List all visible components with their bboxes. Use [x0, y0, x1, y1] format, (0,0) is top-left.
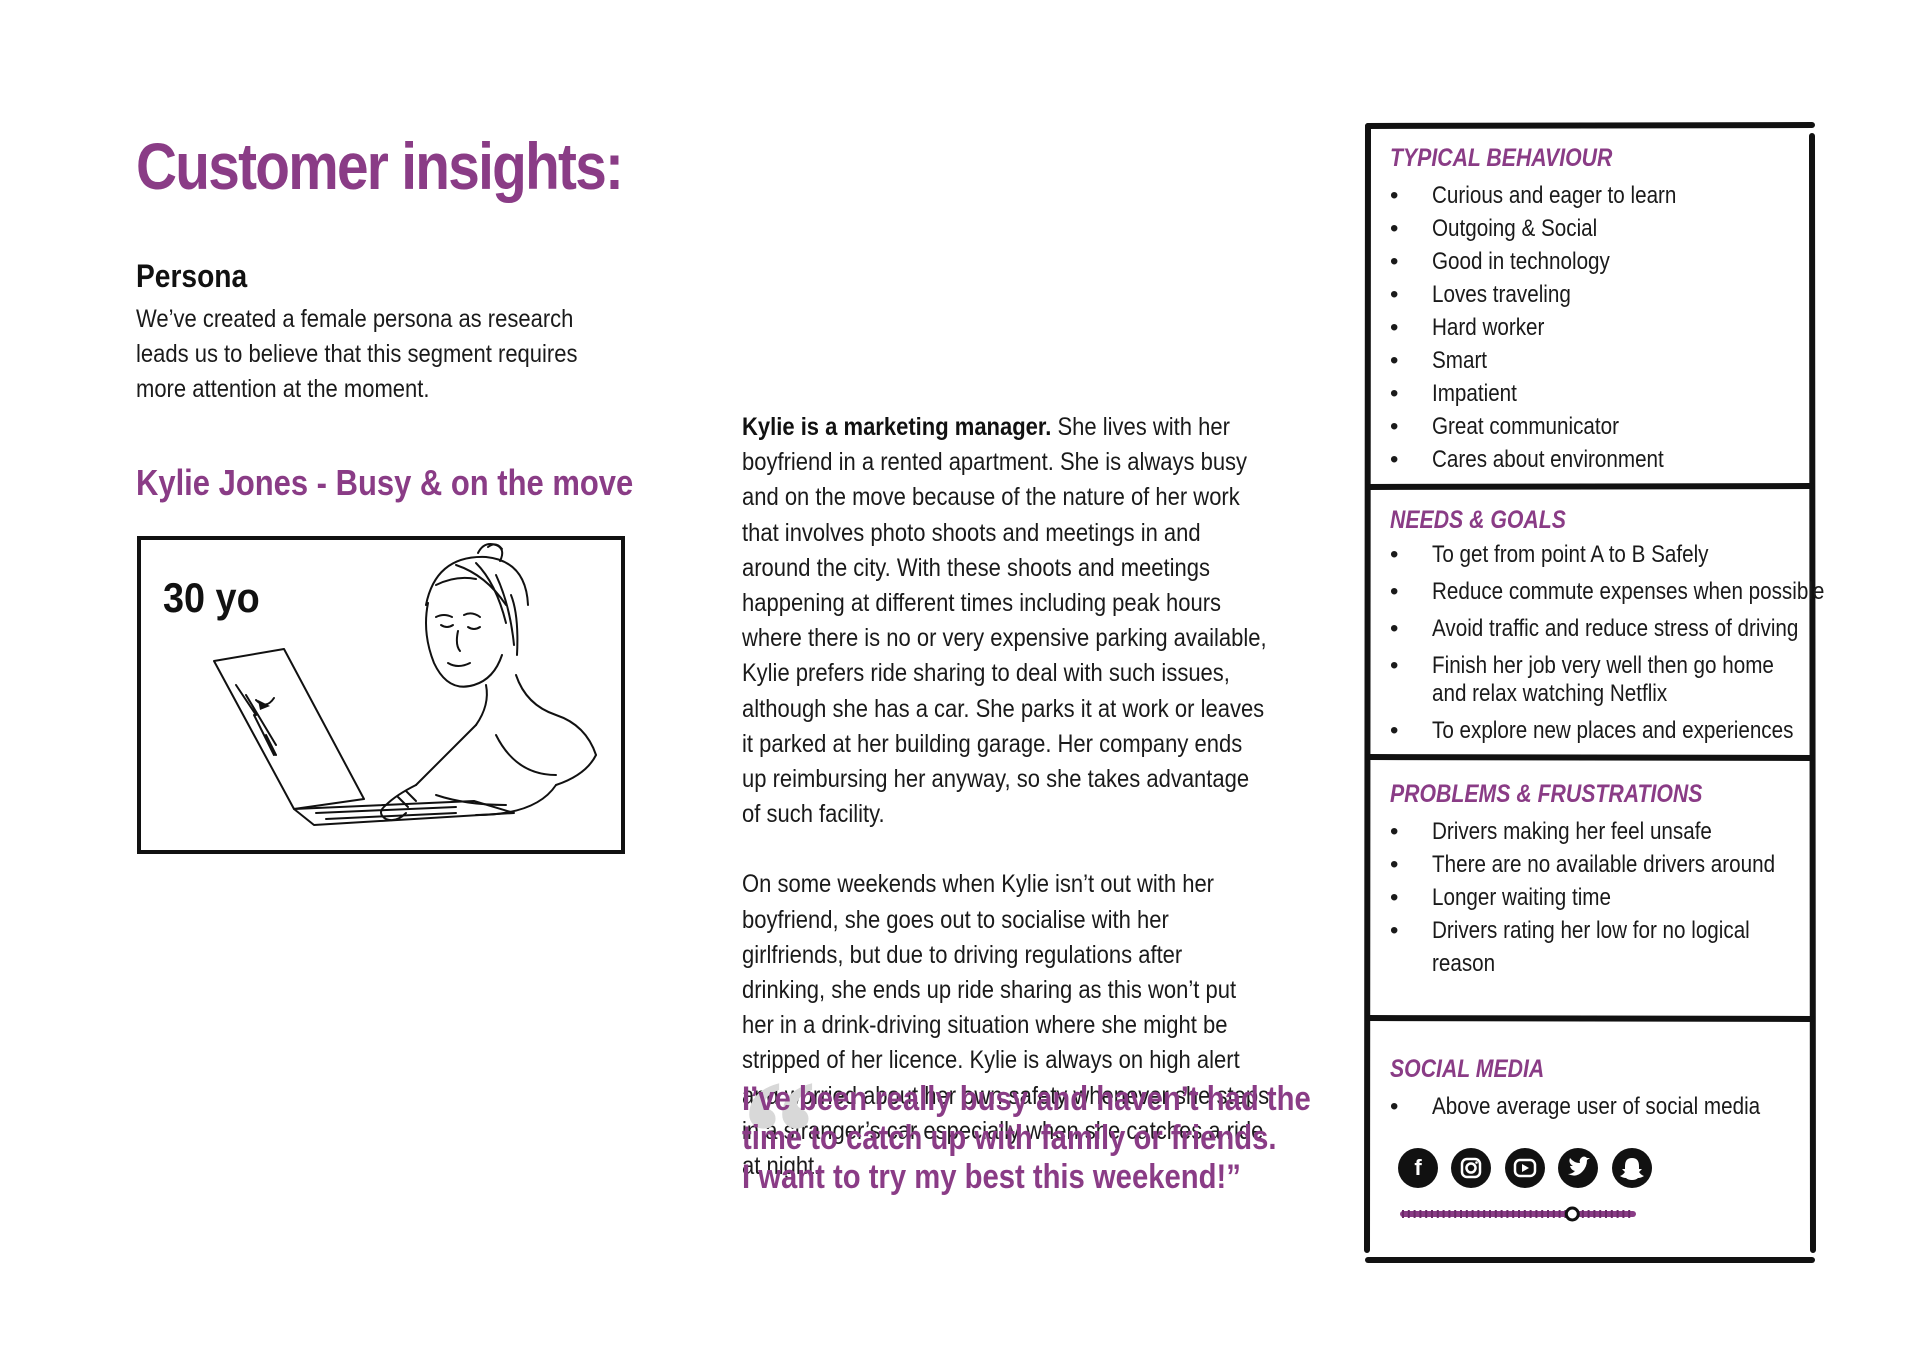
- bio-paragraph-1-text: She lives with her boyfriend in a rented…: [742, 413, 1267, 829]
- section-needs-goals: NEEDS & GOALS •To get from point A to B …: [1390, 506, 1825, 754]
- section-title-behaviour: TYPICAL BEHAVIOUR: [1390, 144, 1613, 172]
- list-item: •Loves traveling: [1390, 281, 1571, 308]
- list-item: •Avoid traffic and reduce stress of driv…: [1390, 615, 1799, 642]
- social-icons-row: f: [1398, 1148, 1661, 1188]
- quote-line-3: I want to try my best this weekend!”: [742, 1158, 1241, 1196]
- persona-age: 30 yo: [163, 574, 260, 621]
- persona-heading: Persona: [136, 258, 248, 294]
- persona-sketch-image: [137, 536, 625, 854]
- twitter-icon: [1558, 1148, 1599, 1188]
- snapchat-icon: [1611, 1148, 1652, 1188]
- section-problems-frustrations: PROBLEMS & FRUSTRATIONS •Drivers making …: [1390, 780, 1810, 980]
- slider-knob: [1564, 1206, 1580, 1222]
- list-item: •Outgoing & Social: [1390, 215, 1598, 242]
- bio-paragraph-2: On some weekends when Kylie isn’t out wi…: [742, 870, 1270, 1181]
- quote-line-2: time to catch up with family or friends.: [742, 1119, 1277, 1157]
- quote-line-1: I’ve been really busy and haven’t had th…: [742, 1080, 1311, 1118]
- list-item: •Great communicator: [1390, 413, 1619, 440]
- list-item: •Smart: [1390, 347, 1488, 374]
- list-item: •Above average user of social media: [1390, 1093, 1761, 1120]
- persona-panel-frame: [1364, 122, 1816, 1263]
- persona-quote: “ I’ve been really busy and haven’t had …: [742, 1058, 1362, 1210]
- bio-lead: Kylie is a marketing manager.: [742, 413, 1052, 441]
- quote-mark-icon: “: [742, 1050, 817, 1216]
- facebook-icon: f: [1398, 1148, 1438, 1188]
- list-item: •Curious and eager to learn: [1390, 182, 1677, 209]
- social-list: •Above average user of social media: [1390, 1090, 1810, 1123]
- list-item: •To get from point A to B Safely: [1390, 541, 1709, 568]
- section-typical-behaviour: TYPICAL BEHAVIOUR •Curious and eager to …: [1390, 144, 1810, 476]
- section-title-needs: NEEDS & GOALS: [1390, 506, 1566, 534]
- section-title-problems: PROBLEMS & FRUSTRATIONS: [1390, 780, 1703, 808]
- list-item: •There are no available drivers around: [1390, 851, 1776, 878]
- behaviour-list: •Curious and eager to learn •Outgoing & …: [1390, 179, 1810, 476]
- youtube-icon: [1504, 1148, 1545, 1188]
- list-item: •Hard worker: [1390, 314, 1545, 341]
- list-item: •To explore new places and experiences: [1390, 717, 1794, 744]
- persona-name: Kylie Jones - Busy & on the move: [136, 462, 634, 503]
- list-item: •Drivers making her feel unsafe: [1390, 818, 1712, 845]
- page-title: Customer insights:: [136, 129, 624, 203]
- section-title-social: SOCIAL MEDIA: [1390, 1055, 1545, 1083]
- problems-list: •Drivers making her feel unsafe •There a…: [1390, 815, 1810, 980]
- needs-list: •To get from point A to B Safely •Reduce…: [1390, 541, 1825, 745]
- instagram-icon: [1451, 1148, 1492, 1188]
- bio-paragraph-1: Kylie is a marketing manager. She lives …: [742, 410, 1270, 832]
- list-item: •Longer waiting time: [1390, 884, 1611, 911]
- section-social-media: SOCIAL MEDIA •Above average user of soci…: [1390, 1055, 1810, 1123]
- list-item: •Reduce commute expenses when possible: [1390, 578, 1825, 605]
- list-item: •Good in technology: [1390, 248, 1610, 275]
- persona-bio: Kylie is a marketing manager. She lives …: [742, 410, 1270, 1219]
- persona-intro: We’ve created a female persona as resear…: [136, 305, 578, 403]
- list-item: •Impatient: [1390, 380, 1517, 407]
- list-item: •Cares about environment: [1390, 446, 1664, 473]
- social-usage-slider: [1400, 1206, 1636, 1222]
